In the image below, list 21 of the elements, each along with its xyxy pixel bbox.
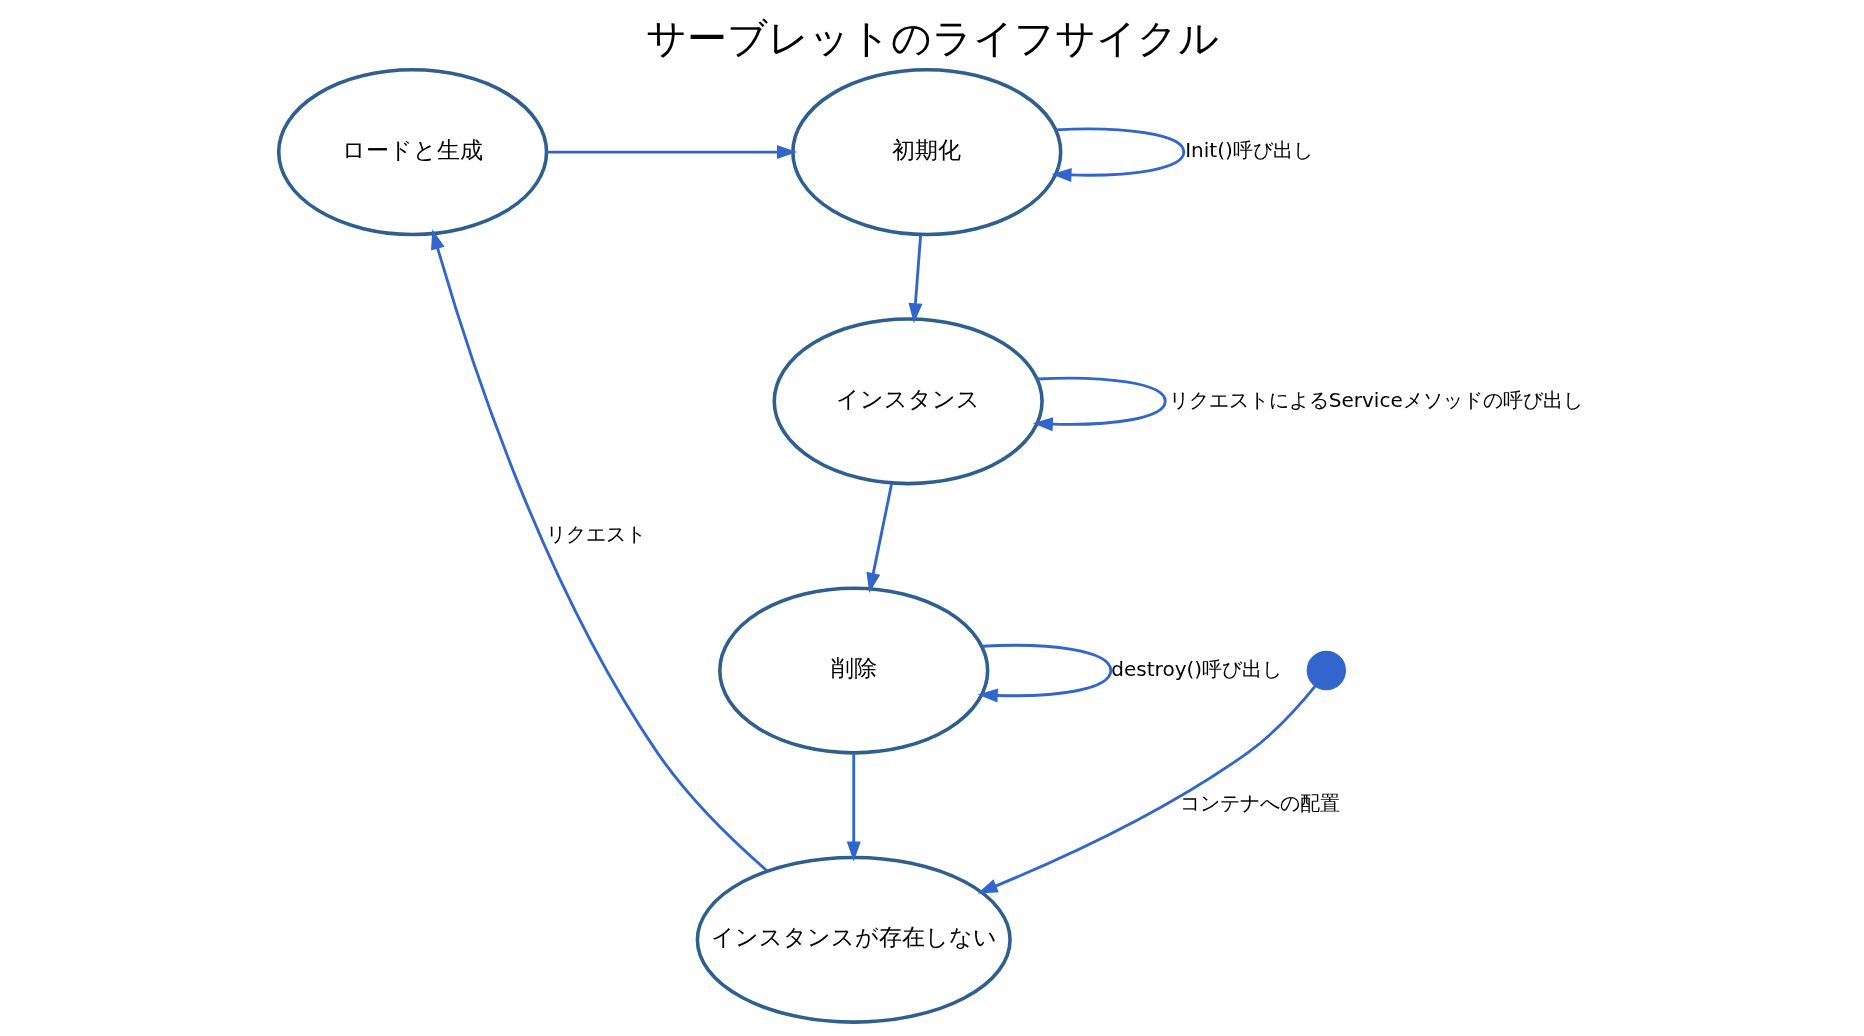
arrow [546, 145, 797, 160]
node-circle [1306, 650, 1346, 691]
arrow [977, 684, 1317, 894]
edge-label: Init()呼び出し [1184, 138, 1313, 163]
edge-label: コンテナへの配置 [1179, 791, 1340, 816]
edge-label: リクエスト [545, 522, 646, 547]
arrow [1050, 127, 1185, 182]
diagram-title: サーブレットのライフサイクル [645, 14, 1219, 61]
edge-label: destroy()呼び出し [1110, 656, 1282, 681]
arrow [907, 234, 922, 324]
node-ellipse: インスタンスが存在しない [695, 855, 1012, 1024]
arrow [430, 229, 768, 872]
arrow [846, 752, 861, 862]
node-ellipse: 削除 [717, 586, 989, 755]
arrow [977, 643, 1112, 703]
node-ellipse: ロードと生成 [276, 67, 548, 237]
node-ellipse: インスタンス [771, 317, 1044, 486]
node-ellipse: 初期化 [790, 67, 1062, 237]
arrow [1032, 376, 1167, 432]
arrow [865, 483, 893, 593]
edge-label: リクエストによるServiceメソッドの呼び出し [1168, 387, 1583, 412]
